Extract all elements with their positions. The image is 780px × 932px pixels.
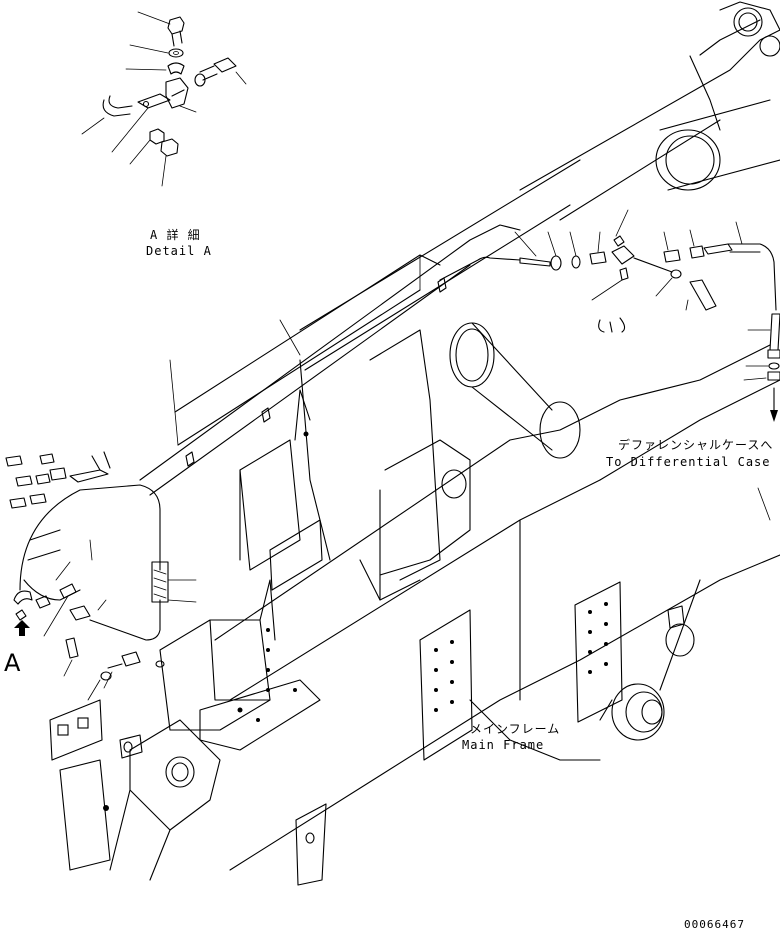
main-frame-label-jp: メインフレーム [470, 722, 561, 736]
detail-a-label-jp: A 詳 細 [150, 228, 201, 242]
left-hose-assembly [5, 451, 197, 701]
detail-a-exploded-view [81, 11, 247, 187]
view-marker-a: A [4, 649, 21, 677]
bolt-holes [434, 602, 608, 712]
main-frame-label-en: Main Frame [462, 738, 545, 752]
to-differential-label-en: To Differential Case [606, 455, 771, 469]
drawing-number: 00066467 [684, 918, 745, 931]
detail-a-label-en: Detail A [146, 244, 212, 258]
to-differential-label-jp: デファレンシャルケースへ [618, 438, 774, 452]
main-frame-structure [49, 1, 780, 886]
breather-hose-assembly [439, 209, 780, 521]
